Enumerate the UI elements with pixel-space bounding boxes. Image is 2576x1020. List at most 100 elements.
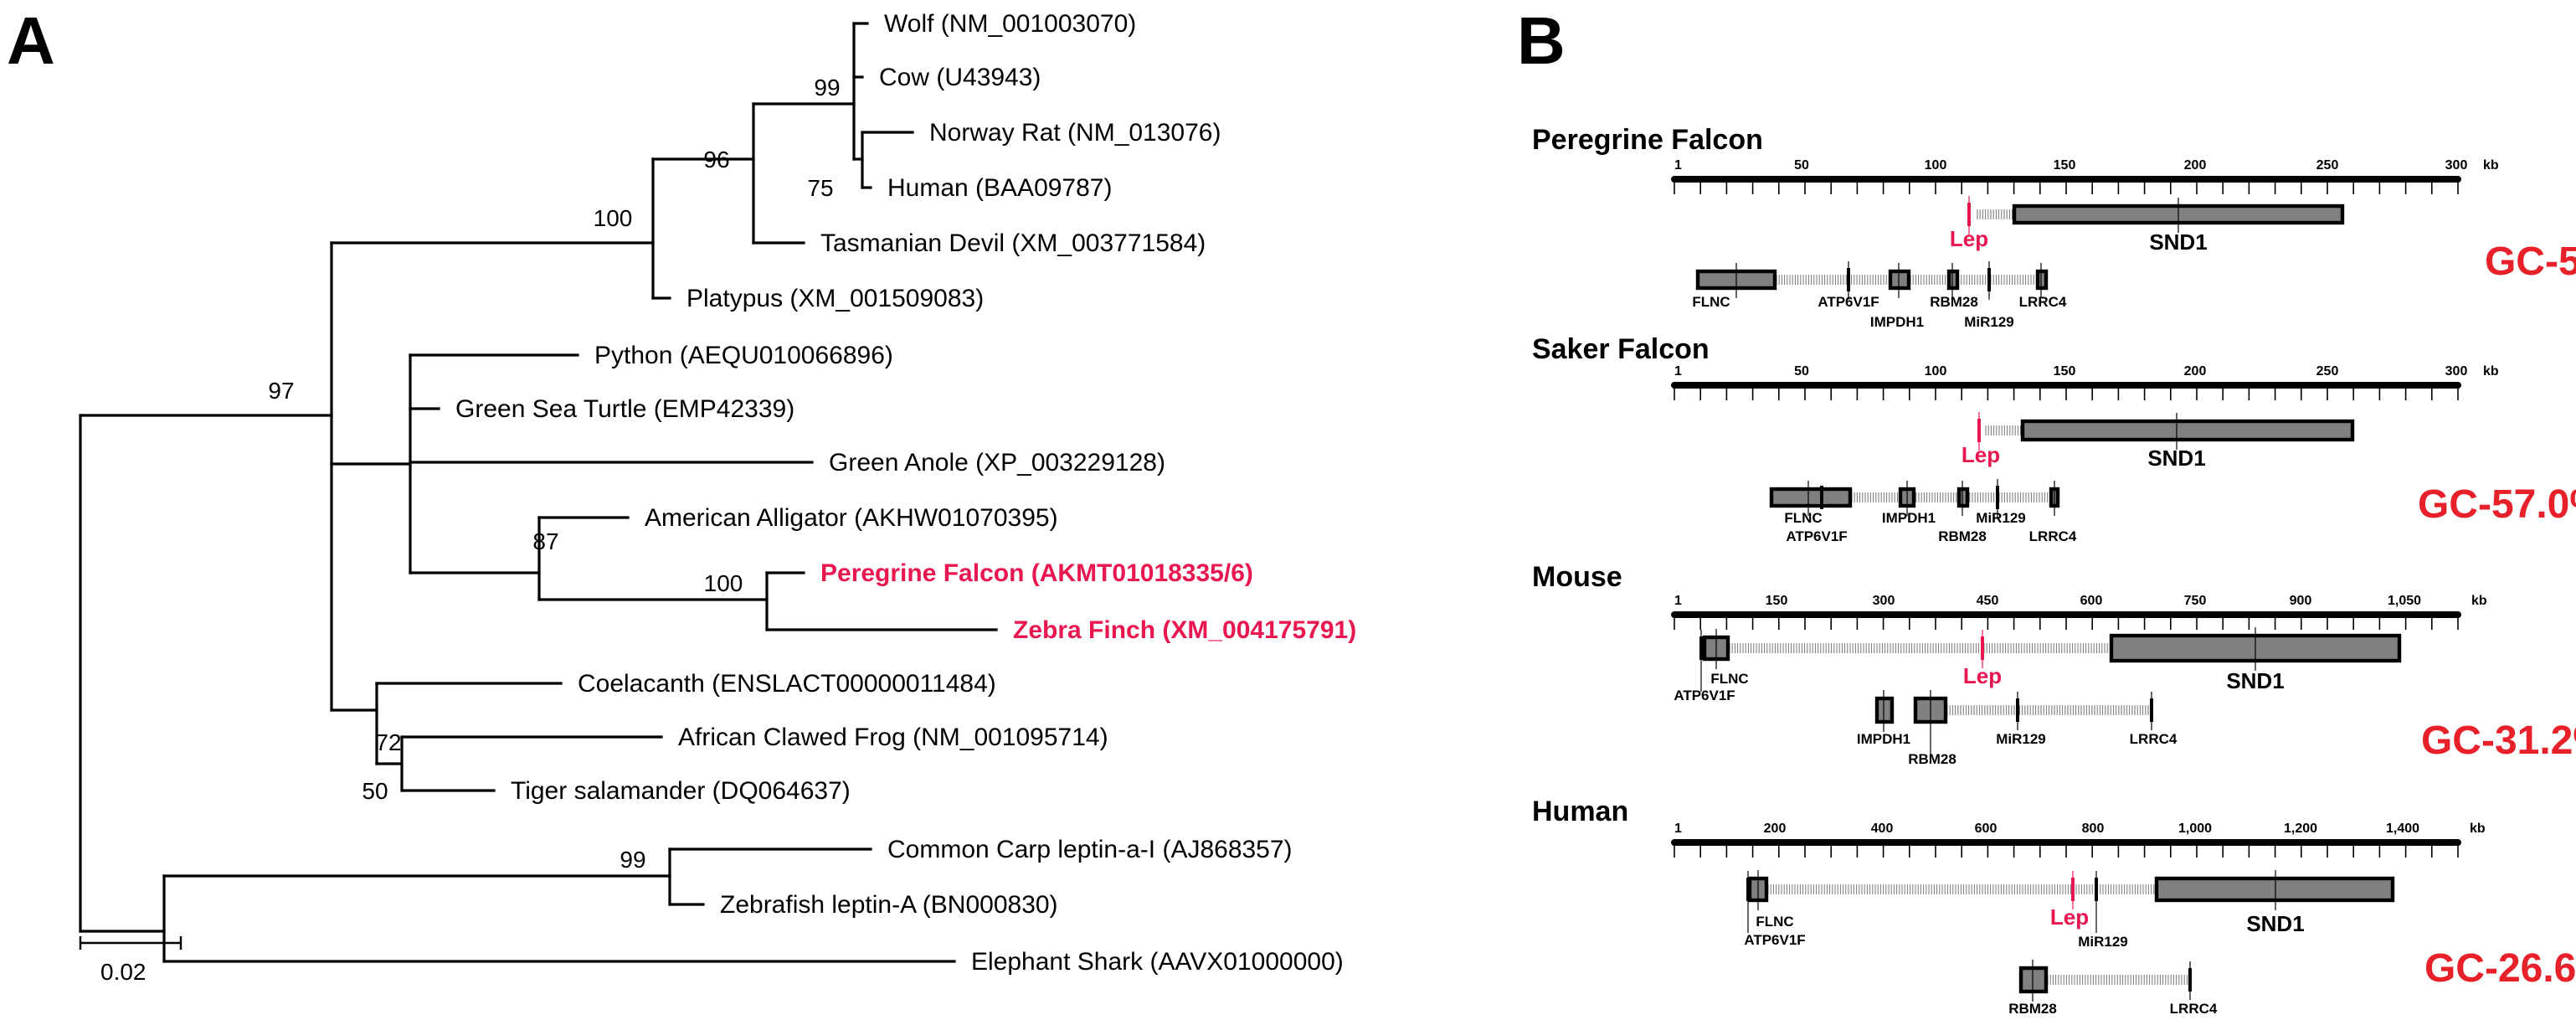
ruler-tick-label: 100	[1925, 364, 1947, 379]
gene-label-atp6v1f: ATP6V1F	[1786, 528, 1847, 544]
ruler-tick-label: 1,050	[2388, 594, 2421, 608]
species-title: Peregrine Falcon	[1532, 124, 1763, 156]
gene-block-rbm28	[1946, 269, 1960, 291]
gene-label-lrrc4: LRRC4	[2130, 731, 2178, 747]
panel-a-letter: A	[7, 3, 55, 78]
leaf-label: Tiger salamander (DQ064637)	[511, 777, 851, 805]
gene-label-impdh1: IMPDH1	[1870, 314, 1924, 330]
ruler-tick-label: 150	[2054, 364, 2076, 379]
species-title: Saker Falcon	[1532, 333, 1710, 365]
gene-block-flnc	[1769, 487, 1853, 508]
gene-label-snd1: SND1	[2147, 446, 2205, 471]
ruler-unit: kb	[2483, 158, 2499, 173]
gene-block-snd1	[2020, 419, 2355, 442]
leaf-label: Coelacanth (ENSLACT00000011484)	[578, 670, 996, 698]
gene-block-rbm28	[2018, 966, 2049, 994]
panel-b-letter: B	[1517, 3, 1566, 78]
species-title: Mouse	[1532, 561, 1622, 593]
gene-block-snd1	[2154, 876, 2395, 903]
ruler-tick-label: 1	[1674, 594, 1682, 608]
gene-block-impdh1	[1874, 696, 1895, 724]
ruler-unit: kb	[2470, 822, 2486, 836]
leaf-label: American Alligator (AKHW01070395)	[645, 504, 1058, 532]
ruler-tick-label: 600	[1975, 822, 1998, 836]
gene-label-atp6v1f: ATP6V1F	[1744, 932, 1805, 948]
gene-label-rbm28: RBM28	[1930, 294, 1978, 310]
leaf-label: Cow (U43943)	[879, 64, 1041, 91]
leaf-label: Green Anole (XP_003229128)	[829, 449, 1165, 477]
bootstrap-value: 75	[807, 175, 833, 201]
gene-block-lrrc4	[2035, 269, 2049, 291]
gene-label-mir129: MiR129	[2078, 934, 2128, 950]
ruler-tick-label: 200	[2184, 158, 2207, 173]
leaf-label: Human (BAA09787)	[887, 174, 1112, 202]
bootstrap-value: 97	[268, 378, 294, 404]
leaf-label: Peregrine Falcon (AKMT01018335/6)	[820, 559, 1253, 587]
gene-label-rbm28: RBM28	[1938, 528, 1987, 544]
leaf-label: Wolf (NM_001003070)	[884, 10, 1136, 38]
bootstrap-value: 96	[703, 147, 729, 173]
species-title: Human	[1532, 796, 1628, 827]
gene-label-rbm28: RBM28	[1908, 751, 1956, 767]
gene-label-mir129: MiR129	[1964, 314, 2014, 330]
leaf-label: Python (AEQU010066896)	[594, 342, 893, 369]
gene-label-impdh1: IMPDH1	[1882, 510, 1936, 526]
gene-label-rbm28: RBM28	[2008, 1001, 2057, 1017]
ruler-tick-label: 100	[1925, 158, 1947, 173]
leaf-label: Green Sea Turtle (EMP42339)	[455, 395, 794, 423]
ruler-tick-label: 450	[1977, 594, 1999, 608]
bootstrap-value: 50	[362, 778, 388, 804]
bootstrap-value: 87	[532, 528, 558, 554]
gene-label-lrrc4: LRRC4	[2019, 294, 2067, 310]
ruler-tick-label: 400	[1871, 822, 1894, 836]
gene-label-lep: Lep	[1962, 442, 2000, 467]
ruler-tick-label: 300	[1873, 594, 1895, 608]
leaf-label: Zebra Finch (XM_004175791)	[1013, 616, 1356, 644]
gc-content: GC-31.2%	[2421, 719, 2576, 763]
gene-label-lep: Lep	[1963, 663, 2002, 688]
ruler-unit: kb	[2471, 594, 2487, 608]
gene-label-flnc: FLNC	[1784, 510, 1822, 526]
phylogenetic-tree: Wolf (NM_001003070) Cow (U43943) Norway Ra…	[79, 10, 1356, 985]
bootstrap-value: 99	[814, 75, 840, 100]
leaf-label: Zebrafish leptin-A (BN000830)	[720, 891, 1058, 919]
gc-content: GC-54.7%	[2485, 240, 2576, 284]
bootstrap-value: 99	[620, 847, 645, 873]
ruler-tick-label: 800	[2082, 822, 2105, 836]
gc-content: GC-57.0%	[2418, 482, 2576, 527]
leaf-label: African Clawed Frog (NM_001095714)	[678, 724, 1108, 751]
ruler-tick-label: 50	[1794, 364, 1809, 379]
ruler-tick-label: 1	[1674, 822, 1682, 836]
ruler-tick-label: 300	[2445, 158, 2468, 173]
bootstrap-value: 72	[375, 729, 401, 755]
gene-label-atp6v1f: ATP6V1F	[1818, 294, 1879, 310]
leaf-label: Norway Rat (NM_013076)	[929, 119, 1221, 147]
gene-label-snd1: SND1	[2149, 229, 2207, 255]
ruler-tick-label: 900	[2290, 594, 2312, 608]
ruler-tick-label: 1,400	[2386, 822, 2419, 836]
gene-label-lep: Lep	[1950, 226, 1988, 251]
gene-label-atp6v1f: ATP6V1F	[1674, 688, 1735, 703]
ruler-tick-label: 1,200	[2284, 822, 2317, 836]
ruler-tick-label: 750	[2184, 594, 2207, 608]
ruler-tick-label: 300	[2445, 364, 2468, 379]
gene-label-impdh1: IMPDH1	[1857, 731, 1910, 747]
ruler-tick-label: 200	[2184, 364, 2207, 379]
gc-content: GC-26.6%	[2424, 946, 2576, 991]
gene-block-impdh1	[1888, 269, 1911, 291]
gene-label-flnc: FLNC	[1710, 671, 1748, 687]
leaf-label: Elephant Shark (AAVX01000000)	[971, 948, 1344, 976]
ruler-tick-label: 150	[1766, 594, 1788, 608]
ruler-tick-label: 200	[1764, 822, 1787, 836]
gene-block-rbm28	[1956, 487, 1970, 508]
ruler-tick-label: 1	[1674, 364, 1682, 379]
ruler-tick-label: 1,000	[2178, 822, 2212, 836]
gene-label-mir129: MiR129	[1976, 510, 2026, 526]
leaf-label: Common Carp leptin-a-I (AJ868357)	[887, 836, 1293, 863]
ruler-tick-label: 50	[1794, 158, 1809, 173]
